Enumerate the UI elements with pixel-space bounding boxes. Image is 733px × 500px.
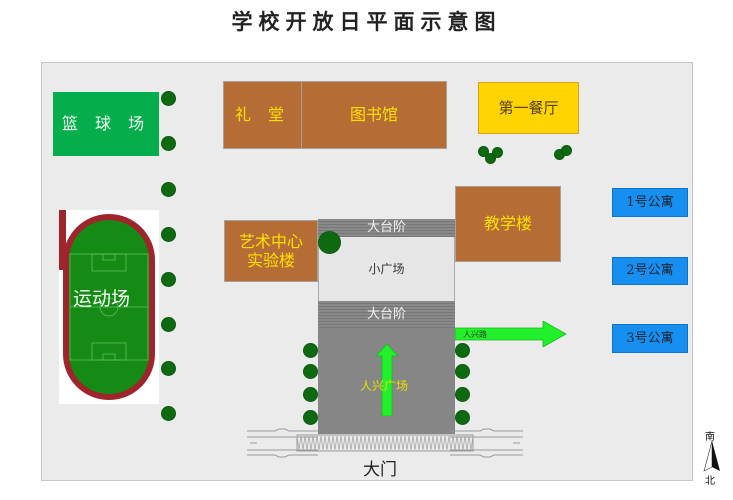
tree-icon: [562, 146, 571, 155]
dorm-2-label: 2号公寓: [626, 263, 674, 279]
art-center-lab-building[interactable]: 艺术中心 实验楼: [224, 220, 318, 282]
north-arrow-icon: [703, 441, 720, 472]
tree-icon: [456, 388, 469, 401]
basketball-court[interactable]: 篮 球 场: [53, 92, 159, 156]
canteen[interactable]: 第一餐厅: [478, 82, 579, 134]
campus-map: 篮 球 场 礼 堂 图书馆 第一餐厅 艺术中心 实验楼 教学楼 大台阶 小广场 …: [41, 62, 693, 481]
compass-south-label: 南: [705, 432, 715, 443]
basketball-court-label: 篮 球 场: [61, 114, 151, 134]
tree-icon: [456, 365, 469, 378]
library-label: 图书馆: [349, 105, 398, 125]
teaching-building[interactable]: 教学楼: [455, 186, 561, 262]
dorm-3[interactable]: 3号公寓: [612, 324, 688, 353]
road-arrow-icon: [455, 321, 567, 347]
tree-icon: [162, 228, 175, 241]
dorm-2[interactable]: 2号公寓: [612, 257, 688, 285]
compass-north-label: 北: [705, 476, 715, 487]
gate-graphic: [247, 428, 523, 458]
upper-steps[interactable]: 大台阶: [318, 219, 455, 237]
tree-icon: [162, 362, 175, 375]
compass: 南 北: [700, 428, 724, 488]
tree-icon: [486, 154, 495, 163]
canteen-label: 第一餐厅: [498, 99, 559, 117]
small-square[interactable]: 小广场: [318, 237, 455, 301]
map-title: 学校开放日平面示意图: [231, 10, 502, 34]
tree-icon: [479, 147, 488, 156]
gate-label: 大门: [363, 460, 397, 480]
library[interactable]: 图书馆: [301, 81, 447, 149]
tree-icon: [304, 411, 317, 424]
lower-steps-label: 大台阶: [366, 306, 406, 322]
dorm-1-label: 1号公寓: [626, 194, 674, 210]
road-label: 人兴路: [463, 330, 487, 339]
tree-icon: [304, 365, 317, 378]
auditorium[interactable]: 礼 堂: [223, 81, 302, 149]
art-center-label-line2: 实验楼: [246, 251, 295, 270]
up-arrow-icon: [376, 344, 398, 416]
tree-icon: [304, 344, 317, 357]
sports-field[interactable]: 运动场: [59, 210, 159, 404]
auditorium-label: 礼 堂: [234, 105, 291, 125]
tree-icon: [456, 344, 469, 357]
tree-icon: [555, 150, 564, 159]
upper-steps-label: 大台阶: [366, 220, 406, 236]
small-square-label: 小广场: [368, 261, 405, 276]
lower-steps[interactable]: 大台阶: [318, 301, 455, 328]
main-square-label: 人兴广场: [360, 379, 409, 393]
tree-icon: [162, 407, 175, 420]
teaching-building-label: 教学楼: [483, 214, 532, 234]
art-center-label-line1: 艺术中心: [238, 231, 303, 251]
tree-icon: [304, 388, 317, 401]
tree-icon: [319, 232, 340, 253]
tree-icon: [162, 92, 175, 105]
dorm-3-label: 3号公寓: [626, 330, 674, 346]
tree-icon: [493, 148, 502, 157]
tree-icon: [162, 318, 175, 331]
tree-icon: [456, 411, 469, 424]
tree-icon: [162, 137, 175, 150]
tree-icon: [162, 183, 175, 196]
tree-icon: [162, 273, 175, 286]
track-and-field-graphic: [59, 210, 155, 400]
dorm-1[interactable]: 1号公寓: [612, 188, 688, 217]
sports-field-label: 运动场: [73, 288, 131, 310]
